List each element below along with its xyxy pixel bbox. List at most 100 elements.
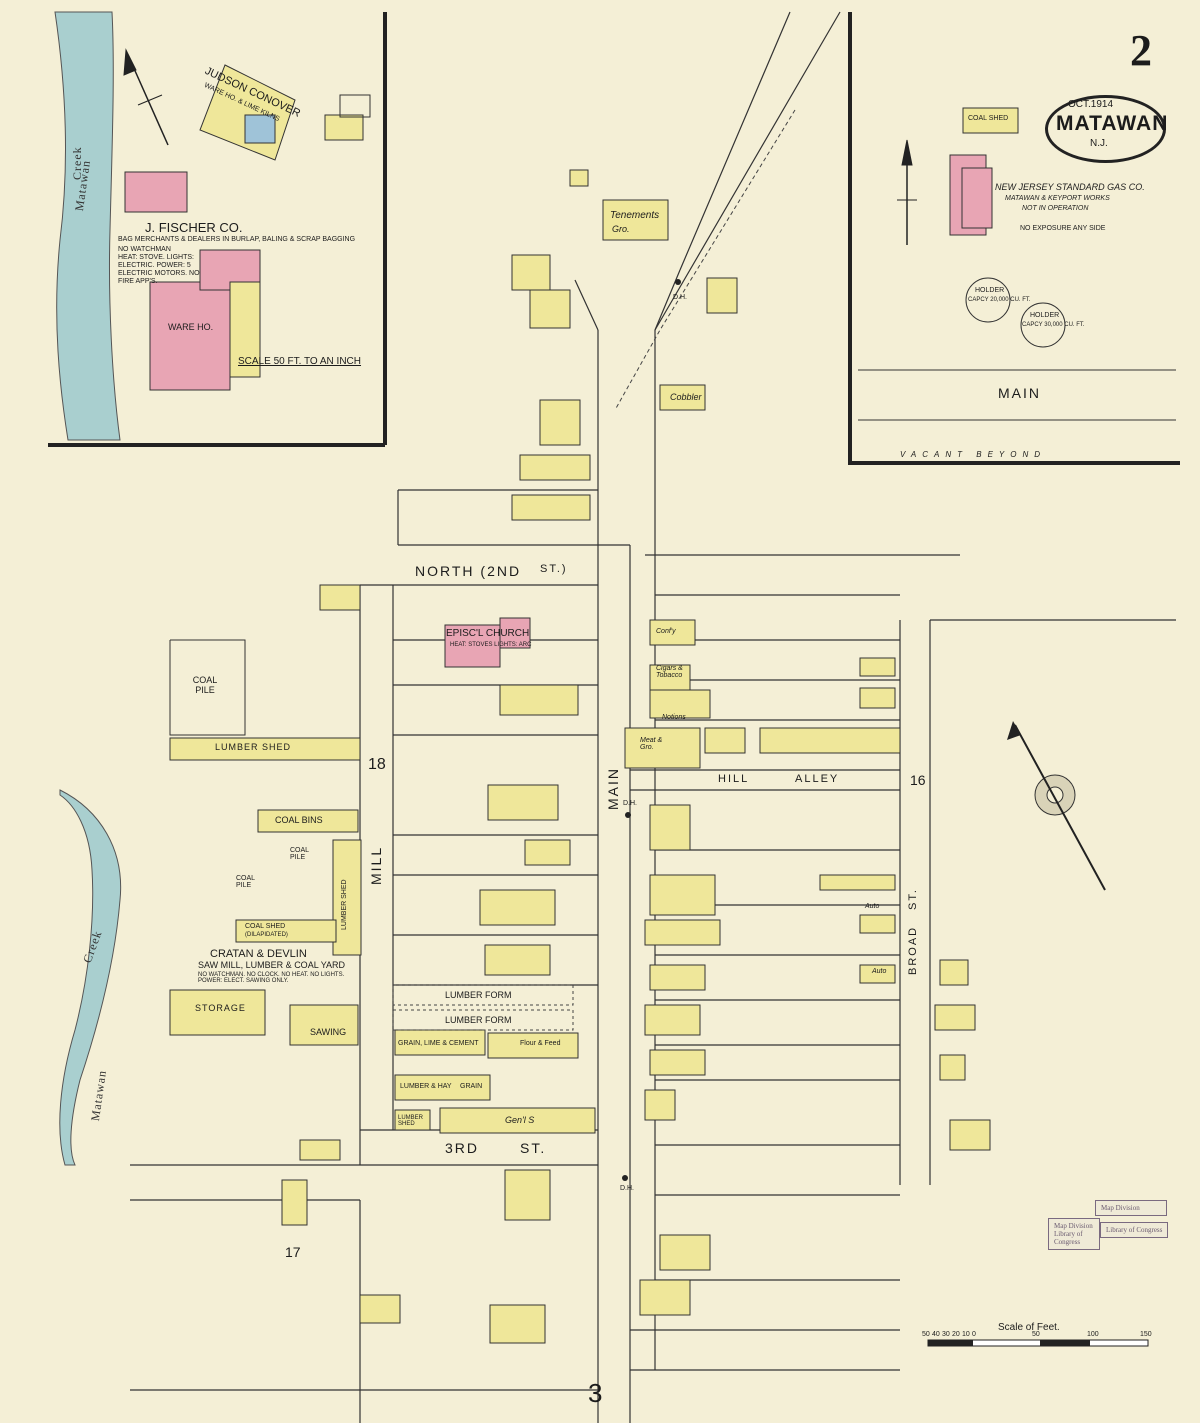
cobbler-label: Cobbler [670, 392, 702, 402]
coal-shed-sub: (DILAPIDATED) [245, 932, 288, 938]
inset-street-main: MAIN [998, 385, 1041, 401]
dh-marker [622, 1175, 628, 1181]
street-third: 3RD [445, 1140, 480, 1156]
lumber-shed-vertical: LUMBER SHED [341, 879, 348, 930]
holder-1-label: HOLDER [975, 287, 1005, 294]
gas-status-label: NOT IN OPERATION [1022, 205, 1089, 212]
fischer-note-3: ELECTRIC. POWER: 5 [118, 262, 191, 269]
brick-buildings [444, 617, 531, 668]
holder-1-capacity: CAPCY 20,000 CU. FT. [968, 297, 1031, 303]
fischer-label: J. FISCHER CO. [145, 220, 243, 235]
scale-bar [927, 1339, 1149, 1347]
street-third-suffix: ST. [520, 1140, 547, 1156]
cigars-label: Cigars & Tobacco [656, 665, 683, 679]
lumber-shed-label: LUMBER SHED [215, 742, 292, 752]
block-number-3: 3 [588, 1378, 603, 1408]
street-alley: ALLEY [795, 773, 840, 785]
dh-label-1: D.H. [673, 294, 687, 301]
gas-works-label: MATAWAN & KEYPORT WORKS [1005, 195, 1110, 202]
lumber-form-lots [392, 984, 574, 1031]
stamp-library-of-congress: Library of Congress [1100, 1222, 1169, 1238]
left-inset-buildings [124, 64, 371, 391]
block-number-16: 16 [910, 772, 926, 788]
ware-ho-label: WARE HO. [168, 322, 214, 332]
grain-label: GRAIN, LIME & CEMENT [398, 1040, 479, 1047]
scale-tick: 50 [922, 1331, 930, 1338]
scale-tick: 0 [972, 1331, 976, 1338]
coal-pile-label: COAL PILE [192, 675, 218, 695]
gas-company-label: NEW JERSEY STANDARD GAS CO. [995, 182, 1145, 192]
left-inset-scale: SCALE 50 FT. TO AN INCH [238, 356, 362, 367]
scale-ticks: 50 40 30 20 10 0 50 100 150 [922, 1331, 1157, 1341]
right-inset-frame [848, 12, 1180, 465]
scale-tick: 10 [962, 1331, 970, 1338]
fischer-note-2: HEAT: STOVE. LIGHTS: [118, 254, 194, 261]
tenements-gro: Gro. [612, 224, 630, 234]
street-broad: BROAD [907, 925, 919, 975]
street-mill: MILL [368, 845, 384, 885]
lumber-shed-2-label: LUMBER SHED [398, 1115, 424, 1127]
scale-tick: 40 [932, 1331, 940, 1338]
gas-works-buildings [949, 107, 1066, 348]
sawing-label: SAWING [310, 1027, 347, 1037]
stamp-map-division-2: Map Division Library of Congress [1048, 1218, 1100, 1250]
church-sub: HEAT: STOVES LIGHTS: ARC [450, 642, 532, 648]
gents-label: Gen'l S [505, 1115, 535, 1125]
gas-pipe-line [614, 109, 796, 411]
coal-pile-3-label: COAL PILE [236, 875, 255, 889]
town-name: MATAWAN [1056, 112, 1169, 135]
flour-label: Flour & Feed [520, 1040, 561, 1047]
dh-marker [625, 812, 631, 818]
grain-2-label: GRAIN [460, 1083, 483, 1090]
street-lines [130, 11, 1176, 1423]
holder-2-label: HOLDER [1030, 312, 1060, 319]
street-hill: HILL [718, 773, 750, 785]
confy-label: Conf'y [656, 628, 676, 635]
church-label: EPISC'L CHURCH [446, 628, 530, 639]
cratan-devlin-notes: NO WATCHMAN. NO CLOCK. NO HEAT. NO LIGHT… [198, 972, 345, 984]
north-arrow-right-inset [897, 139, 917, 245]
creek-water-bottom [59, 789, 122, 1166]
fischer-note-4: ELECTRIC MOTORS. NO [118, 270, 200, 277]
notions-label: Notions [662, 714, 686, 721]
fischer-note-1: NO WATCHMAN [118, 246, 171, 253]
street-north: NORTH (2ND [415, 563, 522, 579]
coal-pile-2-label: COAL PILE [290, 847, 309, 861]
scale-of-feet-title: Scale of Feet. [998, 1322, 1060, 1333]
lumber-form-2: LUMBER FORM [445, 1015, 512, 1025]
street-north-suffix: ST.) [540, 563, 568, 575]
gas-exposure-label: NO EXPOSURE ANY SIDE [1020, 225, 1106, 232]
lumber-hay-label: LUMBER & HAY [400, 1083, 452, 1090]
vacant-beyond: VACANT BEYOND [900, 450, 1047, 459]
fischer-note-5: FIRE APP'S. [118, 278, 158, 285]
block-number-17: 17 [285, 1244, 301, 1260]
creek-label-top-creek: Creek [70, 146, 84, 180]
dh-label-3: D.H. [620, 1185, 634, 1192]
inset-coal-shed: COAL SHED [968, 115, 1009, 122]
scale-tick: 20 [952, 1331, 960, 1338]
lumber-form-1: LUMBER FORM [445, 990, 512, 1000]
storage-label: STORAGE [195, 1003, 246, 1013]
block-number-18: 18 [368, 756, 386, 773]
creek-water-top [54, 11, 121, 441]
frame-buildings [169, 169, 991, 1344]
dh-label-2: D.H. [623, 800, 637, 807]
scale-tick: 150 [1140, 1331, 1152, 1338]
title-cartouche [1045, 95, 1166, 163]
state-name: N.J. [1090, 138, 1108, 149]
cratan-devlin-sub: SAW MILL, LUMBER & COAL YARD [198, 960, 346, 970]
sheet-date: OCT.1914 [1068, 99, 1114, 110]
tenements-label: Tenements [610, 210, 660, 221]
meat-label: Meat & Gro. [640, 737, 663, 751]
scale-tick: 30 [942, 1331, 950, 1338]
street-broad-suffix: ST. [907, 888, 919, 910]
left-inset-frame [48, 12, 387, 447]
fischer-sub: BAG MERCHANTS & DEALERS IN BURLAP, BALIN… [118, 236, 356, 243]
coal-bins-label: COAL BINS [275, 815, 323, 825]
stamp-map-division: Map Division [1095, 1200, 1167, 1216]
north-arrow-left-inset [123, 48, 169, 146]
scale-tick: 50 [1032, 1331, 1040, 1338]
auto-2-label: Auto [872, 968, 887, 975]
